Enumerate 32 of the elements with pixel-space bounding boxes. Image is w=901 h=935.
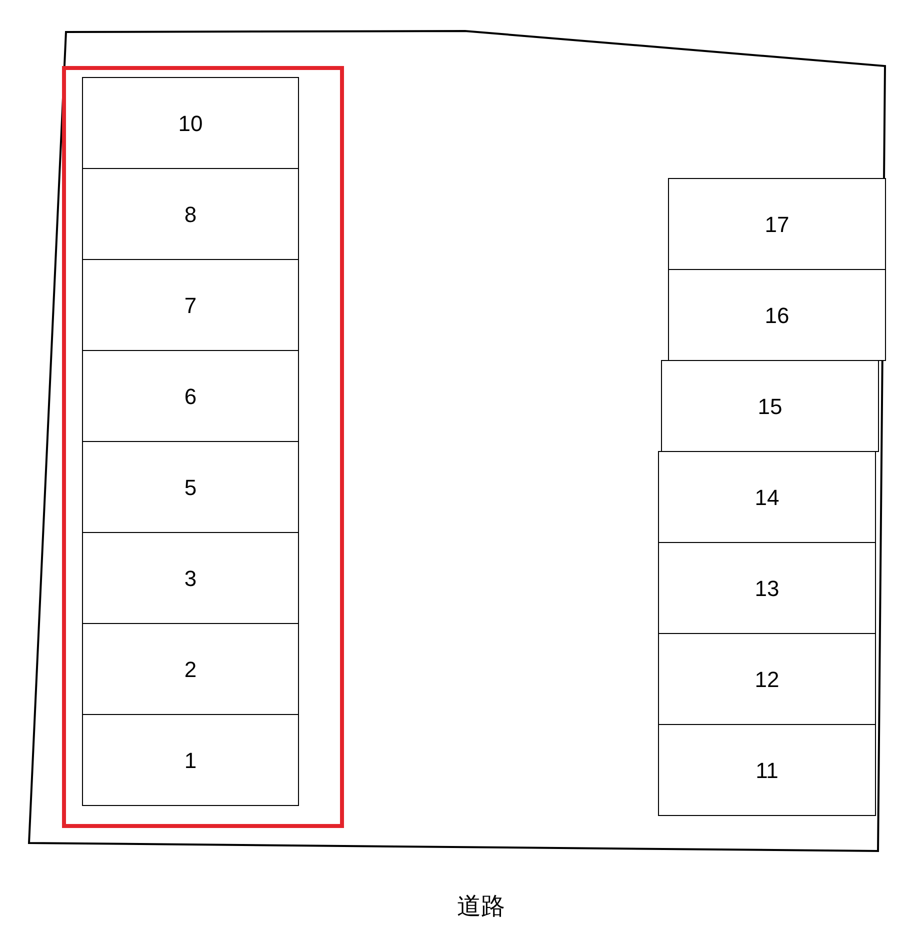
space-number: 2 — [184, 656, 197, 684]
space-number: 6 — [184, 382, 197, 410]
parking-space — [668, 269, 886, 361]
space-number: 1 — [184, 746, 197, 774]
space-number: 7 — [184, 292, 197, 320]
parking-space — [82, 532, 299, 624]
parking-space — [658, 451, 876, 543]
space-number: 13 — [754, 574, 780, 602]
parking-space — [82, 168, 299, 260]
parking-space — [668, 178, 886, 270]
road-label: 道路 — [456, 891, 506, 922]
space-number: 3 — [184, 564, 197, 592]
space-number: 16 — [764, 302, 790, 330]
space-number: 15 — [758, 392, 782, 420]
space-number: 5 — [184, 474, 197, 502]
space-number: 10 — [178, 110, 203, 138]
space-number: 11 — [756, 756, 778, 784]
parking-space — [82, 77, 299, 169]
parking-space — [82, 623, 299, 715]
space-number: 12 — [754, 666, 780, 694]
parking-space — [658, 542, 876, 634]
parking-space — [658, 633, 876, 725]
parking-space — [661, 360, 879, 452]
parking-space — [82, 259, 299, 351]
parking-space — [658, 724, 876, 816]
space-number: 17 — [764, 210, 790, 238]
space-number: 14 — [754, 484, 780, 512]
space-number: 8 — [184, 200, 197, 228]
highlight-frame — [62, 66, 344, 828]
parking-space — [82, 350, 299, 442]
parking-space — [82, 441, 299, 533]
parking-space — [82, 714, 299, 806]
